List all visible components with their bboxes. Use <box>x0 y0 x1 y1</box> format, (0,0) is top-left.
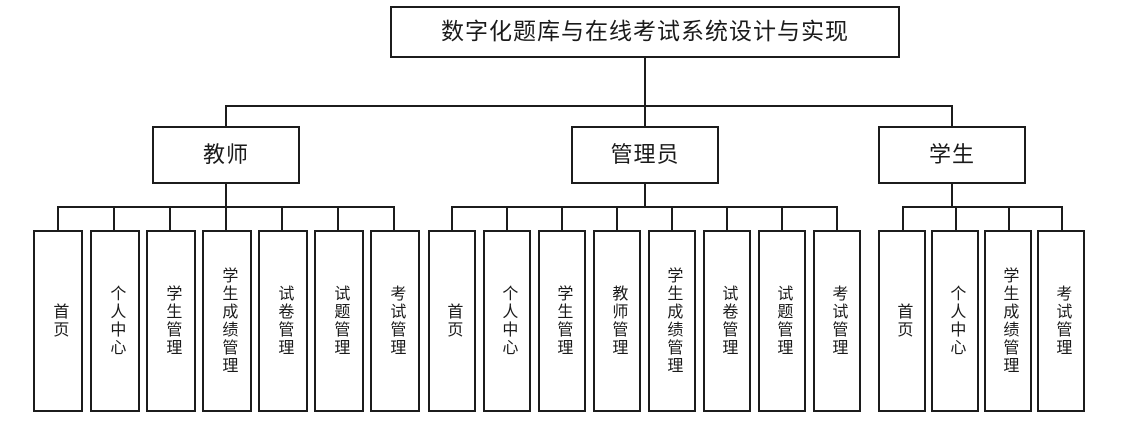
node-label: 个人中心 <box>107 285 125 357</box>
node-label: 数字化题库与在线考试系统设计与实现 <box>441 19 849 45</box>
connector-drop-teacher <box>225 105 227 127</box>
connector-leaf-drop <box>281 206 283 230</box>
connector-leaf-drop <box>169 206 171 230</box>
node-label: 学生 <box>928 142 975 168</box>
node-label: 教师管理 <box>609 285 627 357</box>
node-admin-student-management[interactable]: 学生管理 <box>538 230 586 412</box>
node-student-exam-management[interactable]: 考试管理 <box>1037 230 1085 412</box>
node-label: 学生成绩管理 <box>1000 267 1018 375</box>
node-label: 首页 <box>894 303 912 339</box>
node-teacher-exam-management[interactable]: 考试管理 <box>370 230 420 412</box>
connector-level2-bus <box>225 105 953 107</box>
node-admin-teacher-management[interactable]: 教师管理 <box>593 230 641 412</box>
node-label: 考试管理 <box>387 285 405 357</box>
node-role-admin[interactable]: 管理员 <box>571 126 719 184</box>
connector-student-stem <box>951 184 953 207</box>
node-admin-student-grade-management[interactable]: 学生成绩管理 <box>648 230 696 412</box>
node-teacher-exam-paper-management[interactable]: 试卷管理 <box>258 230 308 412</box>
node-label: 试卷管理 <box>719 285 737 357</box>
node-teacher-personal-center[interactable]: 个人中心 <box>90 230 140 412</box>
node-system-title[interactable]: 数字化题库与在线考试系统设计与实现 <box>390 6 900 58</box>
connector-admin-stem <box>644 184 646 207</box>
node-label: 学生管理 <box>163 285 181 357</box>
connector-admin-bus <box>451 206 838 208</box>
node-label: 个人中心 <box>947 285 965 357</box>
connector-leaf-drop <box>1061 206 1063 230</box>
node-label: 试题管理 <box>774 285 792 357</box>
node-admin-exam-management[interactable]: 考试管理 <box>813 230 861 412</box>
connector-leaf-drop <box>781 206 783 230</box>
connector-leaf-drop <box>506 206 508 230</box>
node-label: 首页 <box>444 303 462 339</box>
node-label: 考试管理 <box>1053 285 1071 357</box>
node-label: 管理员 <box>610 142 680 168</box>
node-label: 个人中心 <box>499 285 517 357</box>
node-label: 学生管理 <box>554 285 572 357</box>
node-label: 首页 <box>50 303 68 339</box>
node-admin-exam-paper-management[interactable]: 试卷管理 <box>703 230 751 412</box>
connector-teacher-stem <box>225 184 227 207</box>
connector-student-bus <box>902 206 1062 208</box>
node-role-student[interactable]: 学生 <box>878 126 1026 184</box>
node-student-student-grade-management[interactable]: 学生成绩管理 <box>984 230 1032 412</box>
node-teacher-student-grade-management[interactable]: 学生成绩管理 <box>202 230 252 412</box>
connector-leaf-drop <box>113 206 115 230</box>
connector-leaf-drop <box>671 206 673 230</box>
connector-leaf-drop <box>1008 206 1010 230</box>
node-admin-personal-center[interactable]: 个人中心 <box>483 230 531 412</box>
connector-drop-admin <box>644 105 646 127</box>
node-admin-question-management[interactable]: 试题管理 <box>758 230 806 412</box>
node-student-personal-center[interactable]: 个人中心 <box>931 230 979 412</box>
connector-leaf-drop <box>902 206 904 230</box>
node-label: 试卷管理 <box>275 285 293 357</box>
connector-leaf-drop <box>955 206 957 230</box>
node-label: 考试管理 <box>829 285 847 357</box>
node-teacher-student-management[interactable]: 学生管理 <box>146 230 196 412</box>
node-label: 学生成绩管理 <box>219 267 237 375</box>
connector-leaf-drop <box>225 206 227 230</box>
connector-drop-student <box>951 105 953 127</box>
node-student-home[interactable]: 首页 <box>878 230 926 412</box>
connector-leaf-drop <box>57 206 59 230</box>
connector-leaf-drop <box>616 206 618 230</box>
node-teacher-home[interactable]: 首页 <box>33 230 83 412</box>
connector-title-stem <box>644 58 646 105</box>
connector-leaf-drop <box>836 206 838 230</box>
node-label: 教师 <box>202 142 249 168</box>
connector-leaf-drop <box>561 206 563 230</box>
node-admin-home[interactable]: 首页 <box>428 230 476 412</box>
node-role-teacher[interactable]: 教师 <box>152 126 300 184</box>
connector-leaf-drop <box>451 206 453 230</box>
connector-leaf-drop <box>393 206 395 230</box>
connector-leaf-drop <box>726 206 728 230</box>
connector-leaf-drop <box>337 206 339 230</box>
node-label: 试题管理 <box>331 285 349 357</box>
node-label: 学生成绩管理 <box>664 267 682 375</box>
node-teacher-question-management[interactable]: 试题管理 <box>314 230 364 412</box>
